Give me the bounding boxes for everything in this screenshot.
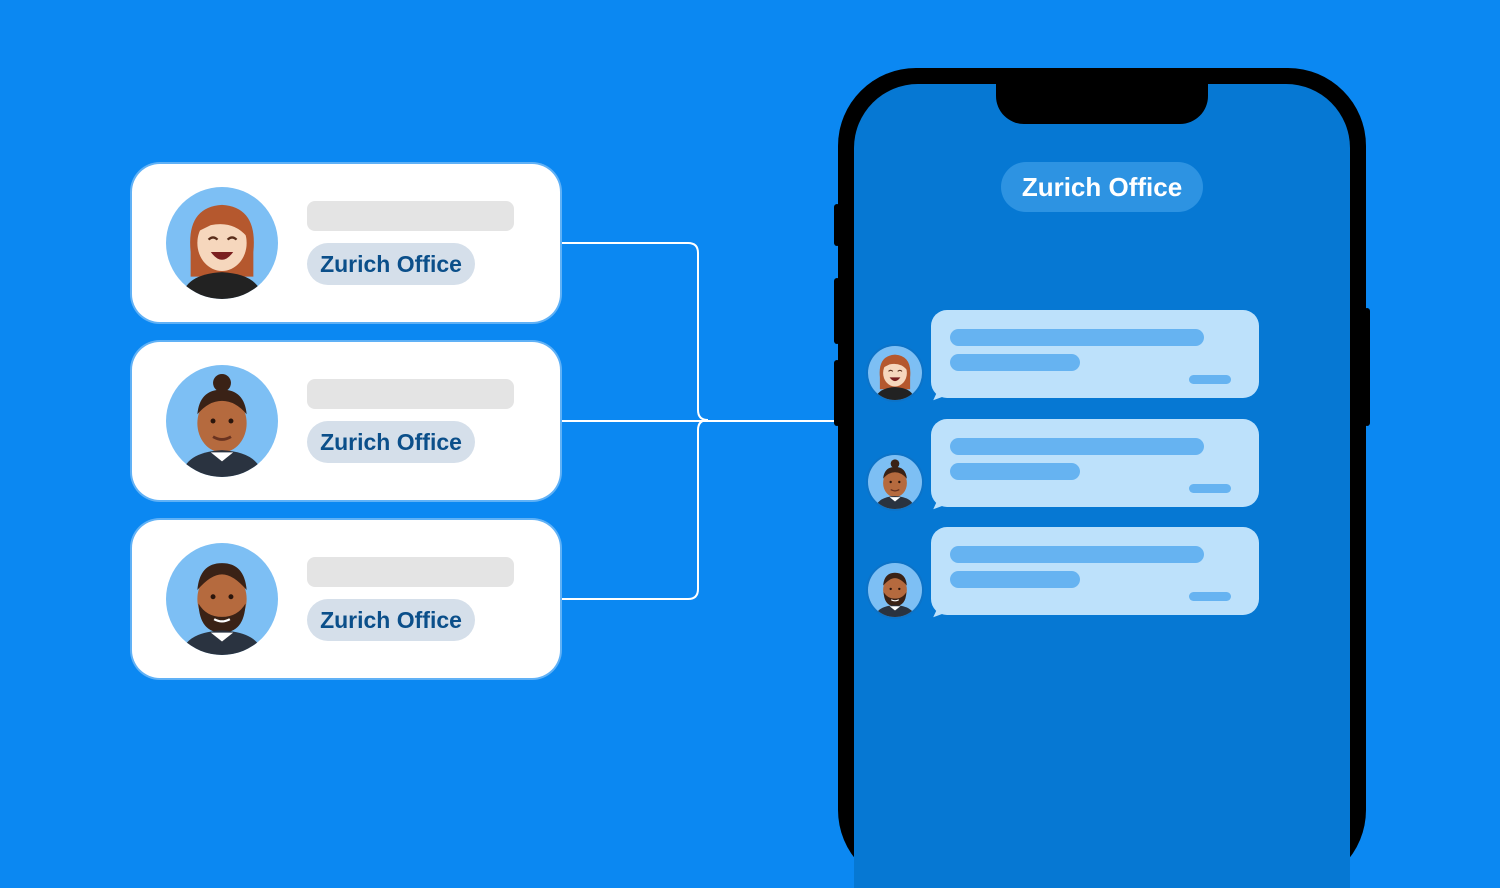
contact-card[interactable]: Zurich Office bbox=[132, 164, 560, 322]
connector-lines bbox=[562, 242, 850, 600]
message-row[interactable] bbox=[868, 419, 1268, 510]
message-row[interactable] bbox=[868, 527, 1268, 618]
phone-button bbox=[834, 204, 840, 246]
message-text-placeholder bbox=[950, 438, 1204, 455]
man-bun-avatar bbox=[868, 455, 922, 509]
woman-avatar bbox=[166, 187, 278, 299]
phone-button bbox=[834, 360, 840, 426]
timestamp-placeholder bbox=[1189, 484, 1231, 493]
office-tag: Zurich Office bbox=[307, 599, 475, 641]
message-text-placeholder bbox=[950, 354, 1080, 371]
message-bubble[interactable] bbox=[931, 527, 1259, 615]
contact-card[interactable]: Zurich Office bbox=[132, 342, 560, 500]
message-text-placeholder bbox=[950, 463, 1080, 480]
phone-screen: Zurich Office bbox=[854, 84, 1350, 888]
name-placeholder bbox=[307, 379, 514, 409]
man-bun-avatar bbox=[166, 365, 278, 477]
phone-button bbox=[834, 278, 840, 344]
office-tag: Zurich Office bbox=[307, 243, 475, 285]
bearded-man-avatar bbox=[868, 563, 922, 617]
bearded-man-avatar bbox=[166, 543, 278, 655]
phone-notch bbox=[996, 84, 1208, 124]
phone-mockup: Zurich Office bbox=[834, 68, 1370, 888]
channel-title: Zurich Office bbox=[1001, 162, 1203, 212]
message-text-placeholder bbox=[950, 571, 1080, 588]
contact-card[interactable]: Zurich Office bbox=[132, 520, 560, 678]
phone-button bbox=[1364, 308, 1370, 426]
message-text-placeholder bbox=[950, 329, 1204, 346]
message-bubble[interactable] bbox=[931, 419, 1259, 507]
woman-avatar bbox=[868, 346, 922, 400]
name-placeholder bbox=[307, 557, 514, 587]
message-text-placeholder bbox=[950, 546, 1204, 563]
name-placeholder bbox=[307, 201, 514, 231]
timestamp-placeholder bbox=[1189, 375, 1231, 384]
office-tag: Zurich Office bbox=[307, 421, 475, 463]
message-bubble[interactable] bbox=[931, 310, 1259, 398]
timestamp-placeholder bbox=[1189, 592, 1231, 601]
message-row[interactable] bbox=[868, 310, 1268, 401]
